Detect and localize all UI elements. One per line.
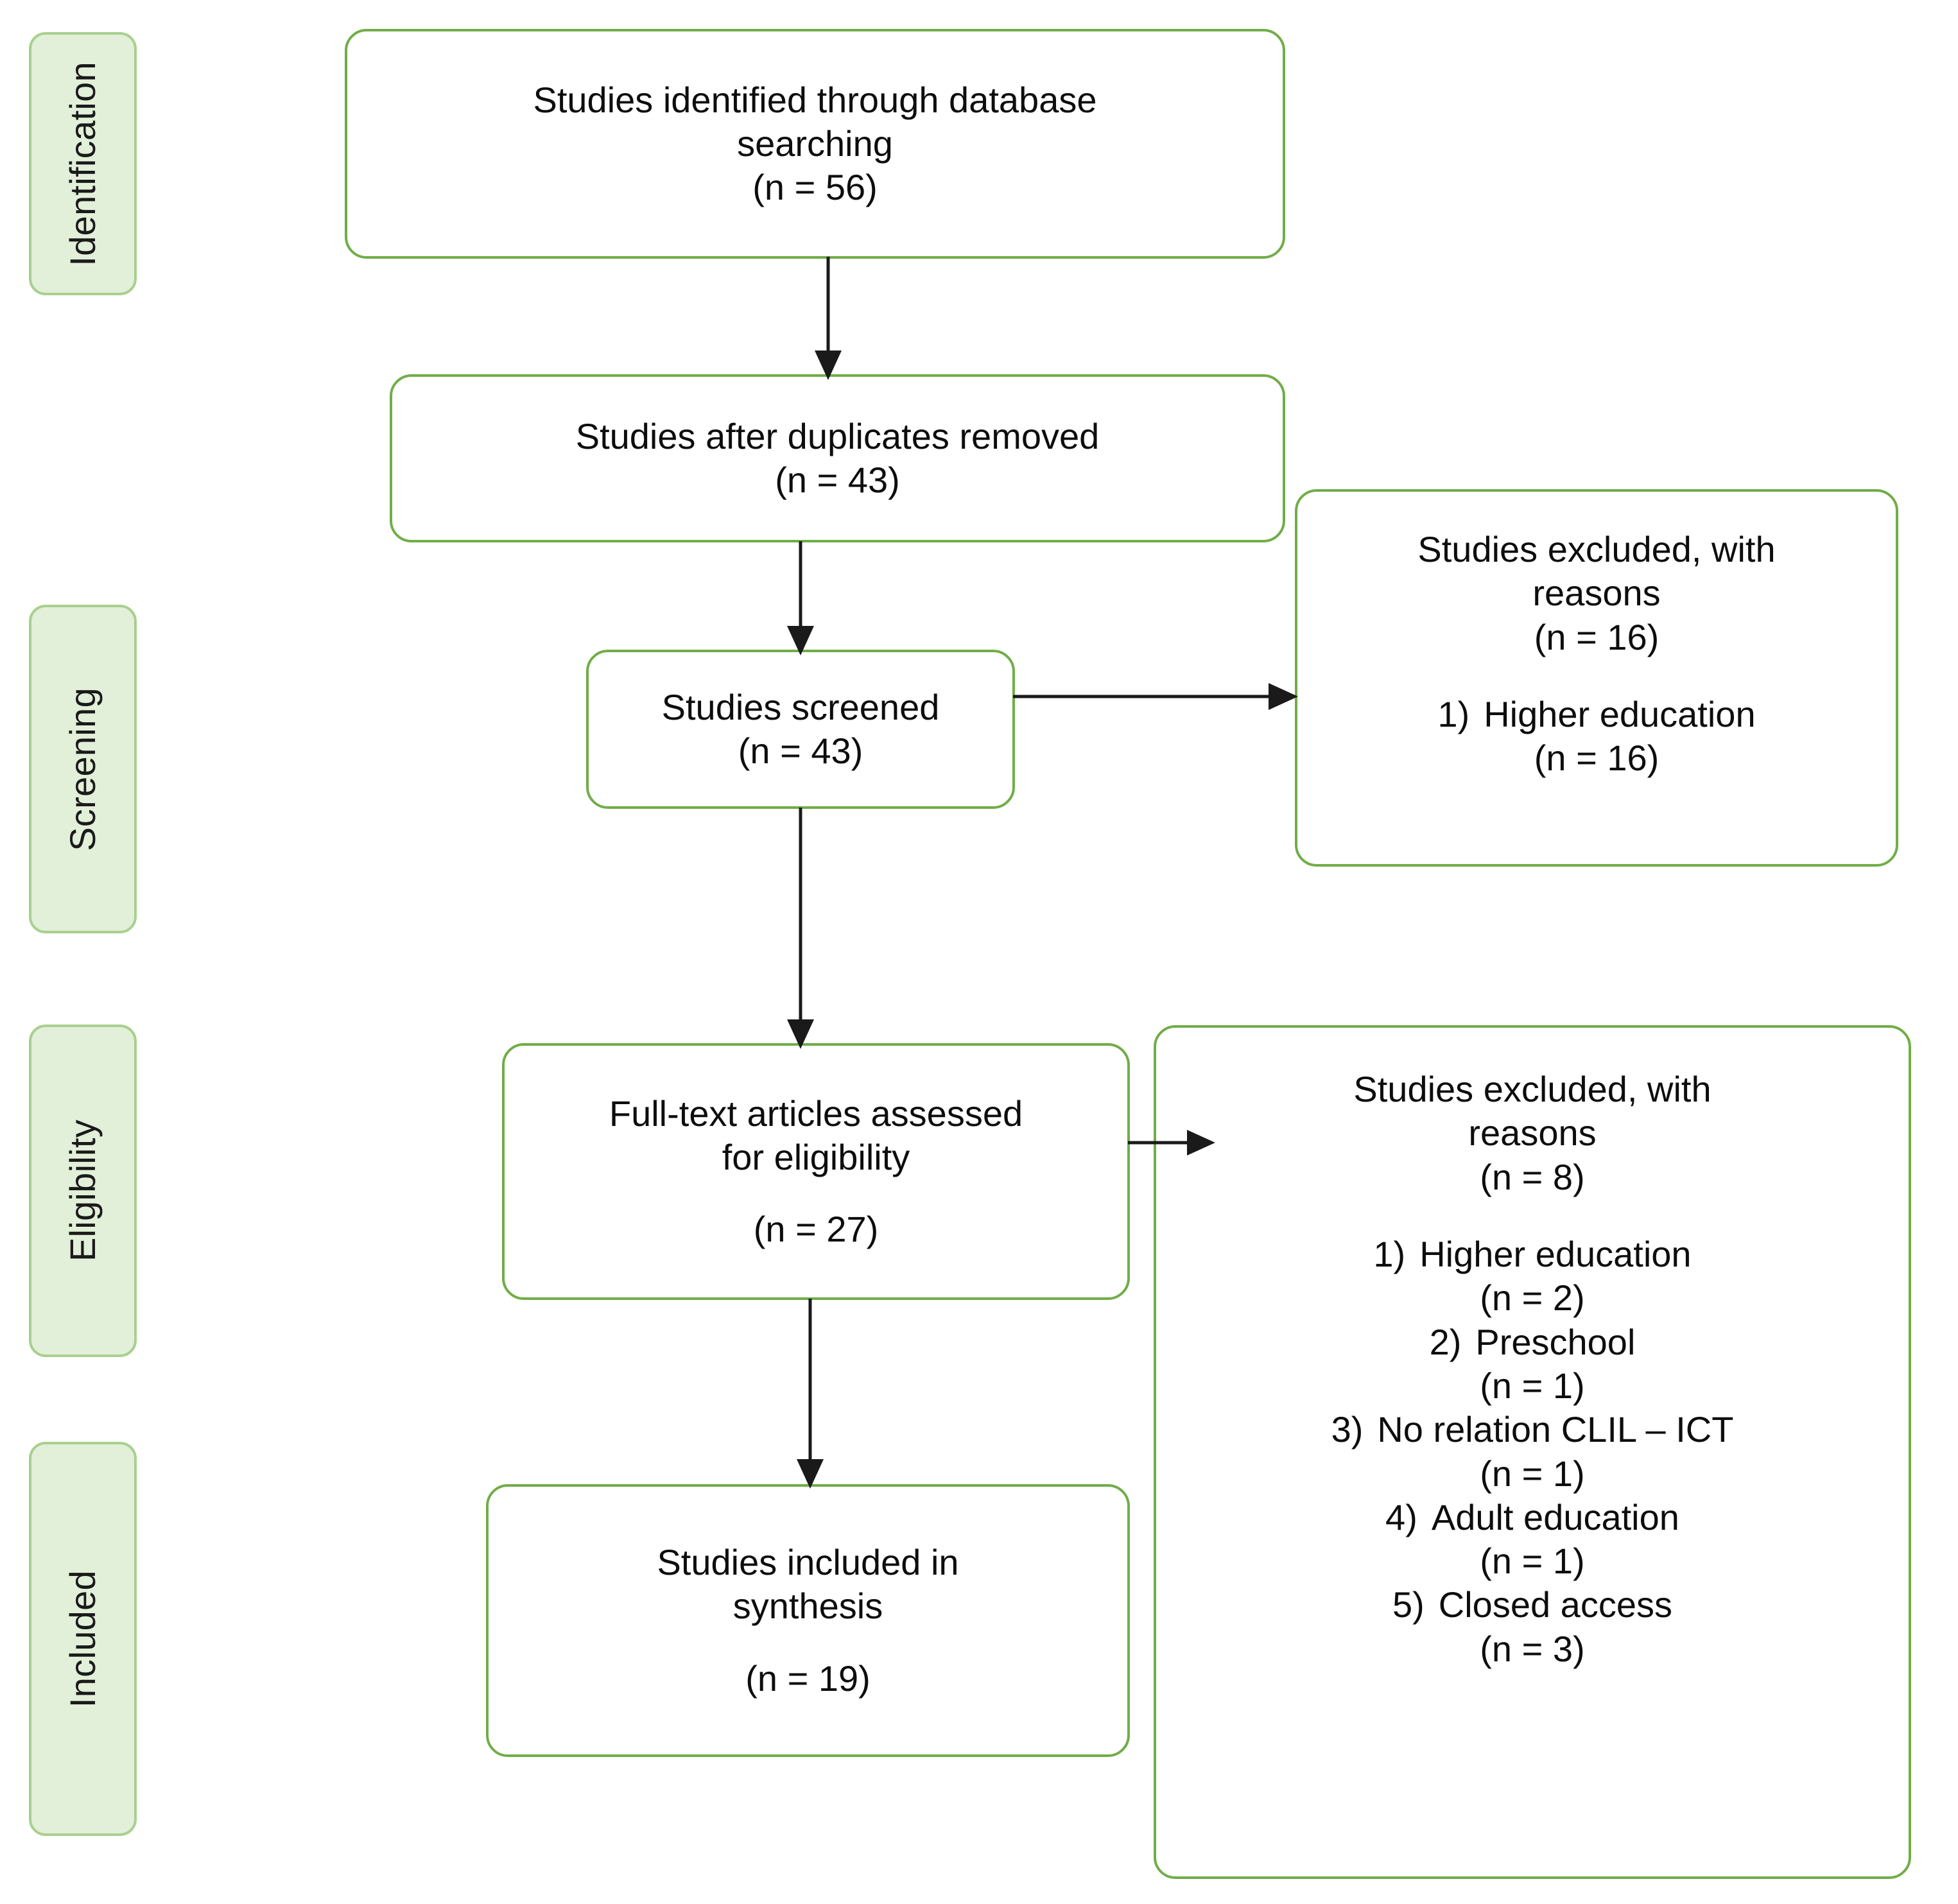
box-fulltext-assessed-line-1: Full-text articles assessed bbox=[609, 1093, 1023, 1134]
box-duplicates-removed: Studies after duplicates removed (n = 43… bbox=[390, 374, 1285, 542]
box-fulltext-assessed-count: (n = 27) bbox=[753, 1209, 879, 1250]
box-studies-screened-count: (n = 43) bbox=[738, 731, 863, 771]
reason-text: Higher education bbox=[1484, 693, 1756, 734]
reason-number: 1) bbox=[1373, 1233, 1406, 1274]
box-duplicates-removed-line-1: Studies after duplicates removed bbox=[575, 415, 1100, 456]
box-studies-identified-line-1: Studies identified through database bbox=[533, 79, 1097, 120]
box-excluded-screening-title-1: Studies excluded, with bbox=[1417, 529, 1776, 569]
box-excluded-eligibility: Studies excluded, with reasons (n = 8) 1… bbox=[1154, 1025, 1911, 1879]
stage-label-screening: Screening bbox=[29, 605, 137, 933]
box-studies-screened: Studies screened (n = 43) bbox=[586, 650, 1015, 809]
stage-label-identification-text: Identification bbox=[62, 61, 103, 266]
reason-text: Preschool bbox=[1475, 1321, 1636, 1362]
reason-text: Higher education bbox=[1419, 1233, 1692, 1274]
box-excluded-eligibility-count: (n = 8) bbox=[1480, 1156, 1585, 1197]
reason-count: (n = 1) bbox=[1480, 1365, 1585, 1406]
reason-item: 4) Adult education bbox=[1331, 1496, 1734, 1539]
box-studies-included: Studies included in synthesis (n = 19) bbox=[486, 1484, 1130, 1757]
arrow-fulltext-to-excluded-eligibility bbox=[1128, 1120, 1218, 1165]
box-studies-identified-line-2: searching bbox=[737, 123, 893, 164]
box-excluded-screening-reasons: 1) Higher education (n = 16) bbox=[1437, 693, 1755, 781]
stage-label-identification: Identification bbox=[29, 32, 137, 295]
reason-item: 5) Closed access bbox=[1331, 1583, 1734, 1627]
box-studies-included-line-2: synthesis bbox=[732, 1586, 883, 1627]
reason-count: (n = 1) bbox=[1480, 1453, 1585, 1494]
box-excluded-screening-count: (n = 16) bbox=[1534, 616, 1659, 657]
reason-item: 3) No relation CLIL – ICT bbox=[1331, 1408, 1734, 1451]
stage-label-included-text: Included bbox=[62, 1570, 103, 1708]
arrow-identified-to-duplicates bbox=[802, 257, 854, 382]
reason-number: 3) bbox=[1331, 1409, 1364, 1450]
box-studies-identified-count: (n = 56) bbox=[752, 167, 878, 208]
box-studies-screened-line-1: Studies screened bbox=[661, 686, 940, 727]
reason-item: 1) Higher education bbox=[1437, 693, 1755, 736]
box-studies-identified: Studies identified through database sear… bbox=[345, 29, 1285, 259]
stage-label-eligibility-text: Eligibility bbox=[62, 1120, 103, 1262]
arrow-fulltext-to-included bbox=[784, 1299, 836, 1491]
reason-count: (n = 1) bbox=[1480, 1541, 1585, 1582]
reason-item: 2) Preschool bbox=[1331, 1320, 1734, 1364]
reason-item: 1) Higher education bbox=[1331, 1233, 1734, 1276]
reason-number: 5) bbox=[1392, 1584, 1425, 1625]
box-duplicates-removed-count: (n = 43) bbox=[775, 460, 900, 500]
reason-count: (n = 16) bbox=[1534, 738, 1659, 779]
reason-number: 1) bbox=[1437, 693, 1470, 734]
box-studies-included-line-1: Studies included in bbox=[657, 1542, 959, 1583]
box-fulltext-assessed-line-2: for eligibility bbox=[722, 1136, 910, 1177]
box-fulltext-assessed: Full-text articles assessed for eligibil… bbox=[502, 1043, 1130, 1300]
reason-count: (n = 2) bbox=[1480, 1277, 1585, 1319]
reason-text: Closed access bbox=[1438, 1584, 1672, 1625]
reason-number: 4) bbox=[1385, 1496, 1417, 1537]
arrow-duplicates-to-screened bbox=[775, 541, 826, 657]
reason-text: Adult education bbox=[1431, 1496, 1679, 1537]
reason-text: No relation CLIL – ICT bbox=[1377, 1409, 1734, 1450]
stage-label-screening-text: Screening bbox=[62, 687, 103, 851]
box-excluded-eligibility-title-1: Studies excluded, with bbox=[1353, 1069, 1711, 1109]
box-excluded-eligibility-reasons: 1) Higher education (n = 2) 2) Preschool (… bbox=[1331, 1233, 1734, 1671]
arrow-screened-to-fulltext bbox=[775, 808, 826, 1052]
box-studies-included-count: (n = 19) bbox=[745, 1657, 871, 1699]
reason-number: 2) bbox=[1429, 1321, 1462, 1362]
box-excluded-screening: Studies excluded, with reasons (n = 16) … bbox=[1295, 489, 1898, 867]
arrow-screened-to-excluded-screening bbox=[1013, 674, 1302, 719]
reason-count: (n = 3) bbox=[1480, 1628, 1585, 1669]
stage-label-eligibility: Eligibility bbox=[29, 1025, 137, 1357]
box-excluded-eligibility-title-2: reasons bbox=[1468, 1112, 1597, 1154]
stage-label-included: Included bbox=[29, 1442, 137, 1836]
box-excluded-screening-title-2: reasons bbox=[1532, 573, 1661, 614]
